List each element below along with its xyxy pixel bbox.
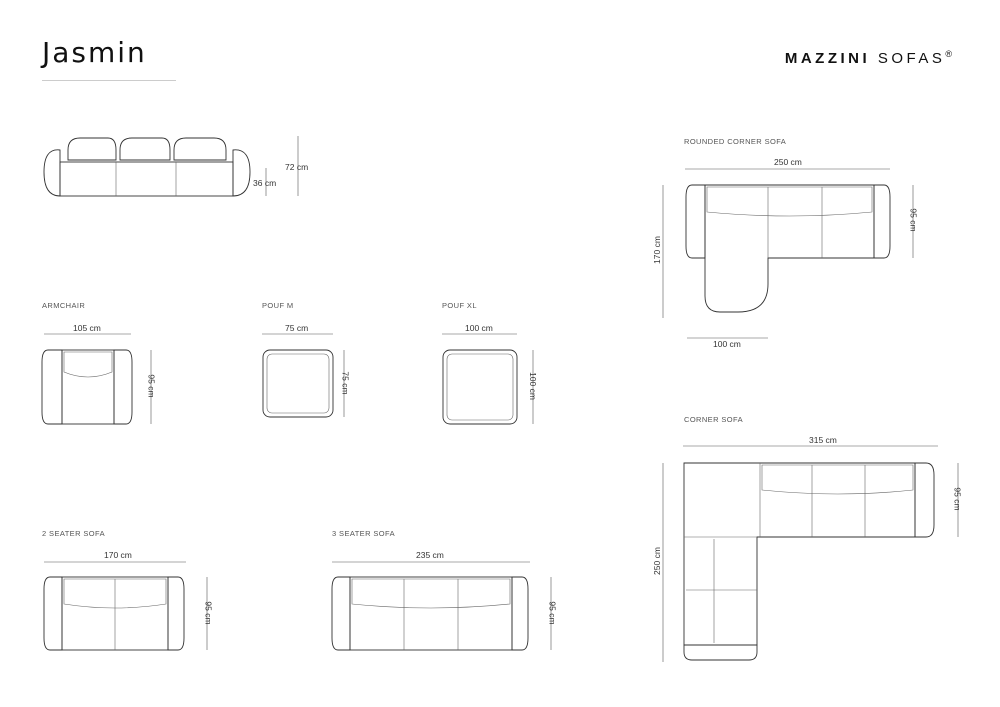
- rounded-corner-depth-label: 95 cm: [908, 208, 919, 232]
- page-title: Jasmin: [42, 36, 147, 69]
- pouf-m-width-label: 75 cm: [285, 323, 309, 333]
- pouf-xl-depth-label: 100 cm: [527, 372, 538, 400]
- pouf-xl-drawing: [442, 333, 534, 425]
- elevation-height-label: 72 cm: [285, 162, 309, 172]
- sofa-3-width-label: 235 cm: [416, 550, 444, 560]
- sofa-2-depth-label: 95 cm: [203, 601, 214, 625]
- corner-sofa-drawing: [662, 445, 959, 662]
- sofa-3-drawing: [331, 561, 552, 651]
- pouf-xl-width-label: 100 cm: [465, 323, 493, 333]
- sofa-2-heading: 2 SEATER SOFA: [42, 529, 105, 538]
- brand-logo: MAZZINI SOFAS®: [785, 49, 952, 67]
- rounded-corner-sofa-heading: ROUNDED CORNER SOFA: [684, 137, 787, 146]
- armchair-heading: ARMCHAIR: [42, 301, 86, 310]
- rounded-corner-length-label: 170 cm: [651, 236, 662, 264]
- registered-mark: ®: [945, 49, 952, 59]
- corner-length-label: 250 cm: [651, 547, 662, 575]
- armchair-depth-label: 95 cm: [146, 374, 157, 398]
- title-underline: [42, 80, 176, 81]
- corner-width-label: 315 cm: [809, 435, 837, 445]
- pouf-xl-heading: POUF XL: [442, 301, 477, 310]
- corner-depth-label: 95 cm: [952, 487, 963, 511]
- corner-sofa-heading: CORNER SOFA: [684, 415, 743, 424]
- brand-name-bold: MAZZINI: [784, 50, 871, 67]
- pouf-m-heading: POUF M: [262, 301, 294, 310]
- brand-name-light: SOFAS: [877, 50, 946, 67]
- pouf-m-drawing: [262, 333, 345, 418]
- elevation-drawing: [43, 136, 299, 197]
- sofa-2-width-label: 170 cm: [104, 550, 132, 560]
- rounded-corner-width-label: 250 cm: [774, 157, 802, 167]
- sofa-3-depth-label: 95 cm: [547, 601, 558, 625]
- elevation-seat-height-label: 36 cm: [253, 178, 277, 188]
- sofa-3-heading: 3 SEATER SOFA: [332, 529, 395, 538]
- rounded-corner-sofa-drawing: [662, 168, 914, 339]
- sofa-2-drawing: [43, 561, 208, 651]
- armchair-drawing: [41, 333, 152, 425]
- rounded-corner-chaise-width-label: 100 cm: [713, 339, 741, 349]
- pouf-m-depth-label: 75 cm: [340, 371, 351, 395]
- armchair-width-label: 105 cm: [73, 323, 101, 333]
